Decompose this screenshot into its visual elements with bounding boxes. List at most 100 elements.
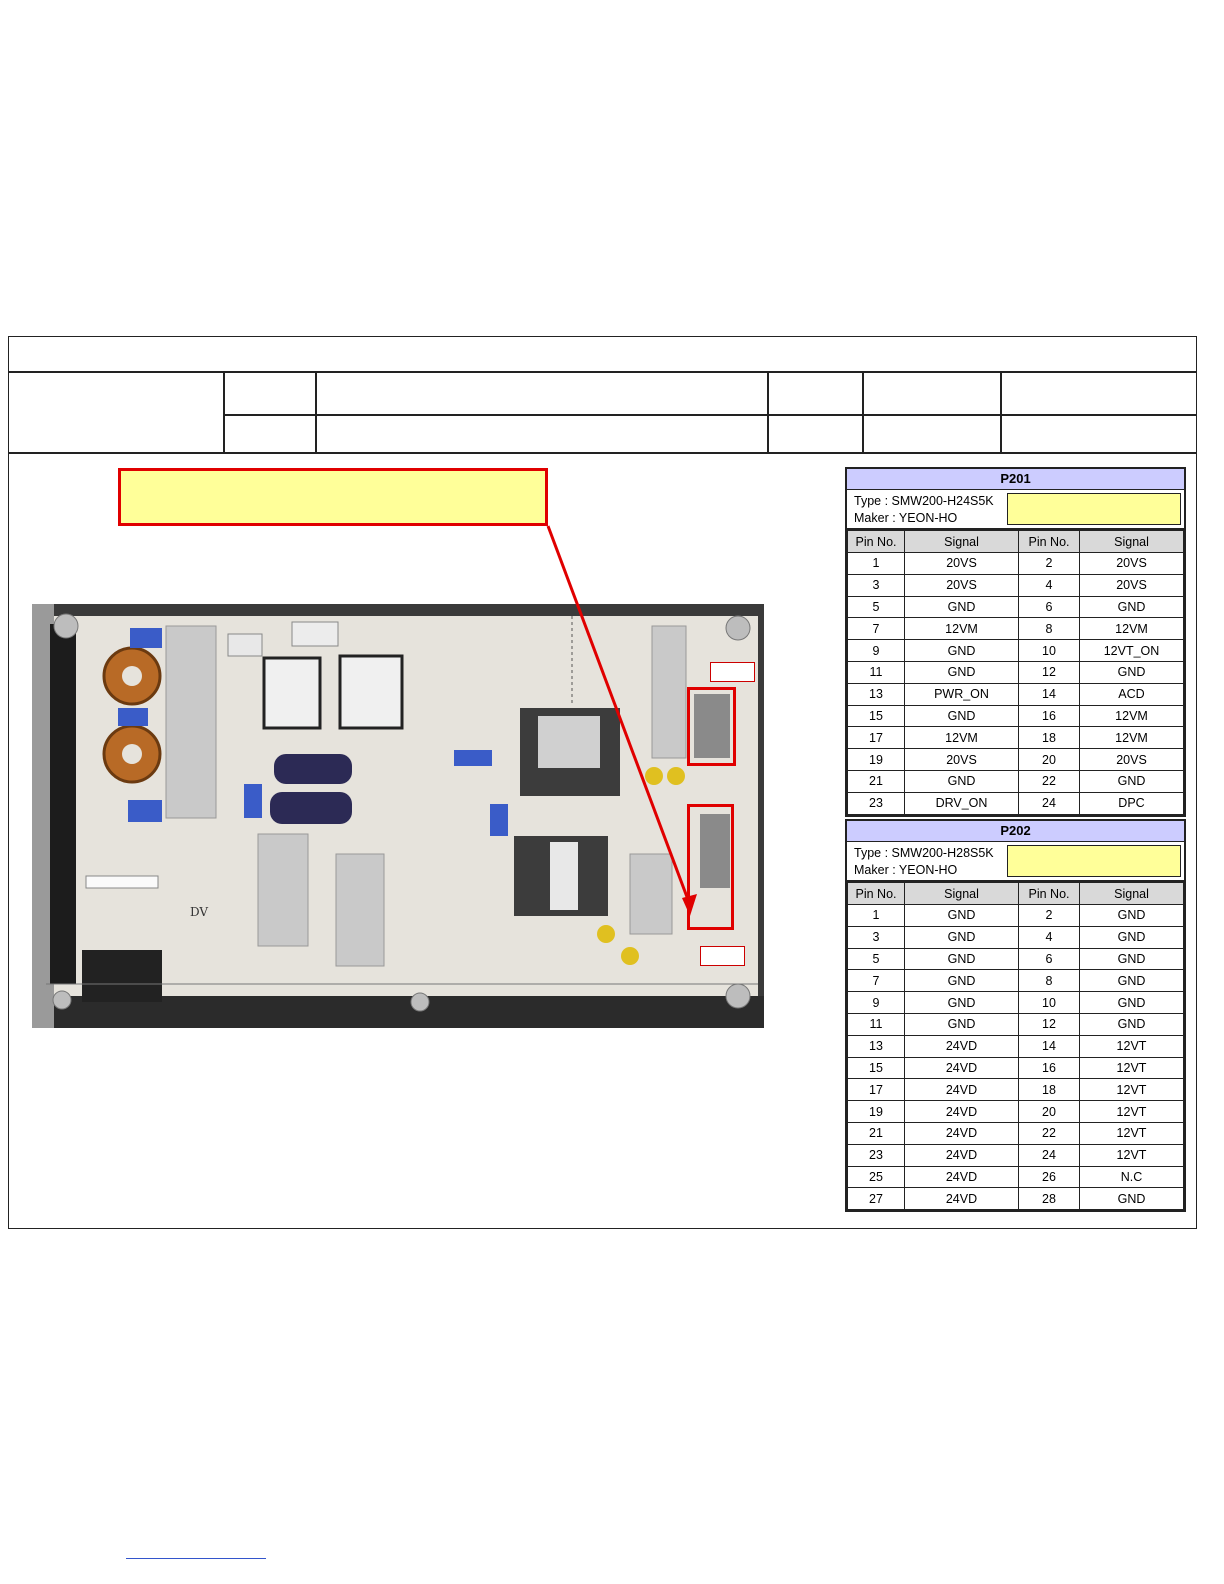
pin-number-cell: 6 <box>1018 947 1080 971</box>
pin-number-cell: 15 <box>847 704 905 728</box>
pin-number-cell: 5 <box>847 595 905 619</box>
signal-cell: 12VT <box>1079 1143 1184 1167</box>
pin-number-cell: 2 <box>1018 904 1080 927</box>
header-signal: Signal <box>1079 530 1184 553</box>
connector-meta: Type : SMW200-H24S5K Maker : YEON-HO <box>847 490 1184 530</box>
p202-label-tag <box>700 946 745 966</box>
header-signal: Signal <box>1079 882 1184 905</box>
signal-cell: GND <box>904 1012 1019 1036</box>
signal-cell: 20VS <box>1079 748 1184 771</box>
signal-cell: 24VD <box>904 1078 1019 1102</box>
signal-cell: 24VD <box>904 1143 1019 1167</box>
header-pin-no: Pin No. <box>847 530 905 553</box>
signal-cell: GND <box>904 639 1019 662</box>
signal-cell: DRV_ON <box>904 791 1019 815</box>
pin-number-cell: 26 <box>1018 1165 1080 1189</box>
pin-number-cell: 22 <box>1018 769 1080 793</box>
header-signal: Signal <box>904 530 1019 553</box>
signal-cell: GND <box>904 769 1019 793</box>
pin-number-cell: 23 <box>847 791 905 815</box>
pin-number-cell: 3 <box>847 925 905 949</box>
signal-cell: 20VS <box>1079 552 1184 575</box>
pin-number-cell: 19 <box>847 1100 905 1123</box>
signal-cell: DPC <box>1079 791 1184 815</box>
signal-cell: 12VM <box>1079 617 1184 641</box>
pin-number-cell: 19 <box>847 748 905 771</box>
connector-note-box <box>1007 493 1181 525</box>
footer-link-underline[interactable] <box>126 1558 266 1559</box>
connector-title: P202 <box>847 821 1184 842</box>
pin-number-cell: 24 <box>1018 791 1080 815</box>
signal-cell: GND <box>904 660 1019 684</box>
pin-number-cell: 17 <box>847 726 905 750</box>
connector-meta: Type : SMW200-H28S5K Maker : YEON-HO <box>847 842 1184 882</box>
signal-cell: GND <box>1079 1187 1184 1211</box>
signal-cell: GND <box>1079 925 1184 949</box>
pin-number-cell: 4 <box>1018 925 1080 949</box>
signal-cell: 12VT <box>1079 1034 1184 1058</box>
signal-cell: GND <box>1079 904 1184 927</box>
p202-highlight-box <box>687 804 734 930</box>
board-silkscreen-dv: DV <box>190 905 208 919</box>
signal-cell: GND <box>1079 947 1184 971</box>
header-pin-no: Pin No. <box>1018 882 1080 905</box>
pin-number-cell: 14 <box>1018 682 1080 706</box>
signal-cell: GND <box>904 904 1019 927</box>
signal-cell: GND <box>904 595 1019 619</box>
header-pin-no: Pin No. <box>1018 530 1080 553</box>
signal-cell: 24VD <box>904 1165 1019 1189</box>
pin-number-cell: 16 <box>1018 1056 1080 1080</box>
signal-cell: 20VS <box>904 573 1019 597</box>
connector-title: P201 <box>847 469 1184 490</box>
signal-cell: 12VM <box>904 617 1019 641</box>
pin-number-cell: 15 <box>847 1056 905 1080</box>
pin-number-cell: 16 <box>1018 704 1080 728</box>
callout-box <box>118 468 548 526</box>
pin-number-cell: 11 <box>847 1012 905 1036</box>
pin-number-cell: 6 <box>1018 595 1080 619</box>
signal-cell: GND <box>1079 769 1184 793</box>
signal-cell: 24VD <box>904 1100 1019 1123</box>
pin-number-cell: 22 <box>1018 1121 1080 1145</box>
header-signal: Signal <box>904 882 1019 905</box>
pin-number-cell: 12 <box>1018 1012 1080 1036</box>
signal-cell: 20VS <box>904 552 1019 575</box>
pin-number-cell: 5 <box>847 947 905 971</box>
pin-number-cell: 1 <box>847 904 905 927</box>
signal-cell: 24VD <box>904 1187 1019 1211</box>
pin-number-cell: 20 <box>1018 748 1080 771</box>
p201-pin-table: P201 Type : SMW200-H24S5K Maker : YEON-H… <box>845 467 1186 817</box>
pin-number-cell: 9 <box>847 639 905 662</box>
signal-cell: 20VS <box>904 748 1019 771</box>
pin-number-cell: 21 <box>847 1121 905 1145</box>
signal-cell: GND <box>1079 991 1184 1014</box>
pin-number-cell: 23 <box>847 1143 905 1167</box>
pin-number-cell: 9 <box>847 991 905 1014</box>
pin-number-cell: 13 <box>847 682 905 706</box>
signal-cell: N.C <box>1079 1165 1184 1189</box>
signal-cell: 24VD <box>904 1034 1019 1058</box>
pin-number-cell: 7 <box>847 617 905 641</box>
connector-maker: Maker : YEON-HO <box>854 511 958 525</box>
pin-number-cell: 1 <box>847 552 905 575</box>
signal-cell: GND <box>904 947 1019 971</box>
signal-cell: 12VM <box>1079 726 1184 750</box>
pin-number-cell: 20 <box>1018 1100 1080 1123</box>
signal-cell: GND <box>1079 1012 1184 1036</box>
signal-cell: GND <box>1079 969 1184 993</box>
signal-cell: 12VT_ON <box>1079 639 1184 662</box>
